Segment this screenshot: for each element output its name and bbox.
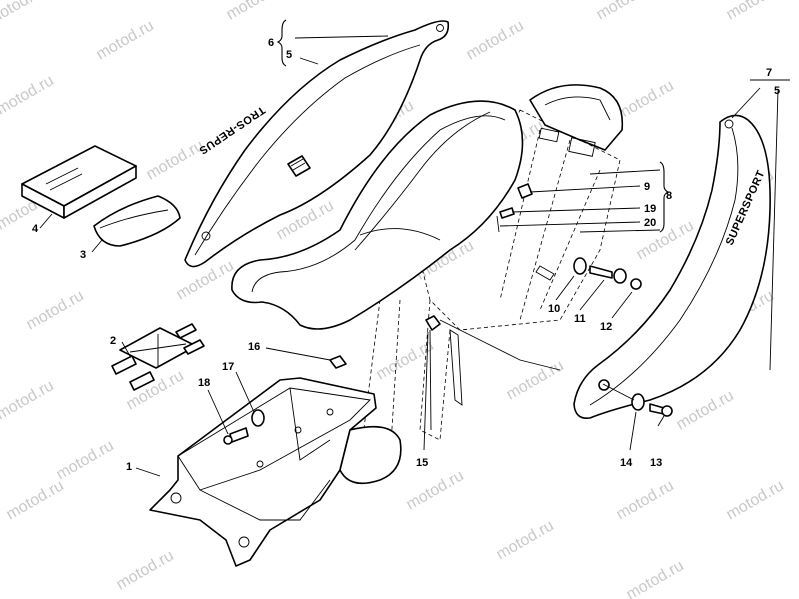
watermark: motod.ru: [724, 477, 787, 523]
callout-17: 17: [222, 361, 234, 373]
watermark: motod.ru: [494, 517, 557, 563]
cover-bolt-set: [602, 383, 673, 417]
seat: [231, 100, 524, 330]
watermark: motod.ru: [224, 0, 287, 23]
callout-20: 20: [644, 217, 656, 229]
watermark: motod.ru: [614, 77, 677, 123]
watermark: motod.ru: [674, 387, 737, 433]
callout-1: 1: [126, 461, 132, 473]
watermark: motod.ru: [174, 257, 237, 303]
leader-lines: [39, 35, 779, 477]
watermark: motod.ru: [404, 467, 467, 513]
watermark: motod.ru: [0, 377, 57, 423]
callout-9: 9: [644, 181, 650, 193]
watermark: motod.ru: [0, 0, 48, 28]
watermark: motod.ru: [24, 287, 87, 333]
watermark: motod.ru: [54, 437, 117, 483]
watermark: motod.ru: [114, 547, 177, 593]
x-bracket: [111, 323, 205, 391]
watermark: motod.ru: [4, 477, 67, 523]
callout-5-right: 5: [774, 85, 780, 97]
seat-lock-hardware: [496, 183, 642, 290]
callout-6: 6: [268, 37, 274, 49]
callout-12: 12: [600, 321, 612, 333]
callout-11: 11: [574, 313, 586, 325]
callout-13: 13: [650, 457, 662, 469]
callout-labels: 1 2 3 4 5 6 5 7 8 9 10 11 12 13 14 15 16…: [32, 37, 780, 473]
callout-18: 18: [198, 377, 210, 389]
callout-8: 8: [666, 190, 672, 202]
tail-piece: [529, 84, 624, 157]
tray-bolts: [223, 355, 347, 445]
watermark: motod.ru: [464, 17, 527, 63]
callout-3: 3: [80, 249, 86, 261]
callout-16: 16: [248, 341, 260, 353]
watermark: motod.ru: [0, 72, 57, 118]
watermark: motod.ru: [94, 17, 157, 63]
undertray: [149, 377, 402, 567]
seat-cover-bag: [93, 195, 181, 247]
braces: [276, 19, 790, 233]
right-side-cover: SUPERSPORT: [573, 114, 771, 420]
callout-14: 14: [620, 457, 633, 469]
watermark: motod.ru: [594, 0, 657, 23]
callout-7: 7: [766, 67, 772, 79]
watermark: motod.ru: [724, 0, 787, 23]
bracket: [425, 315, 441, 431]
watermark: motod.ru: [624, 557, 687, 599]
callout-4: 4: [32, 223, 39, 235]
watermark: motod.ru: [144, 137, 207, 183]
watermark: motod.ru: [614, 477, 677, 523]
owners-manual: [21, 145, 137, 219]
callout-10: 10: [548, 303, 560, 315]
callout-2: 2: [110, 335, 116, 347]
seat-clip: [287, 155, 311, 177]
callout-19: 19: [644, 203, 656, 215]
watermark: motod.ru: [124, 367, 187, 413]
callout-15: 15: [416, 457, 428, 469]
callout-5-left: 5: [286, 49, 292, 61]
